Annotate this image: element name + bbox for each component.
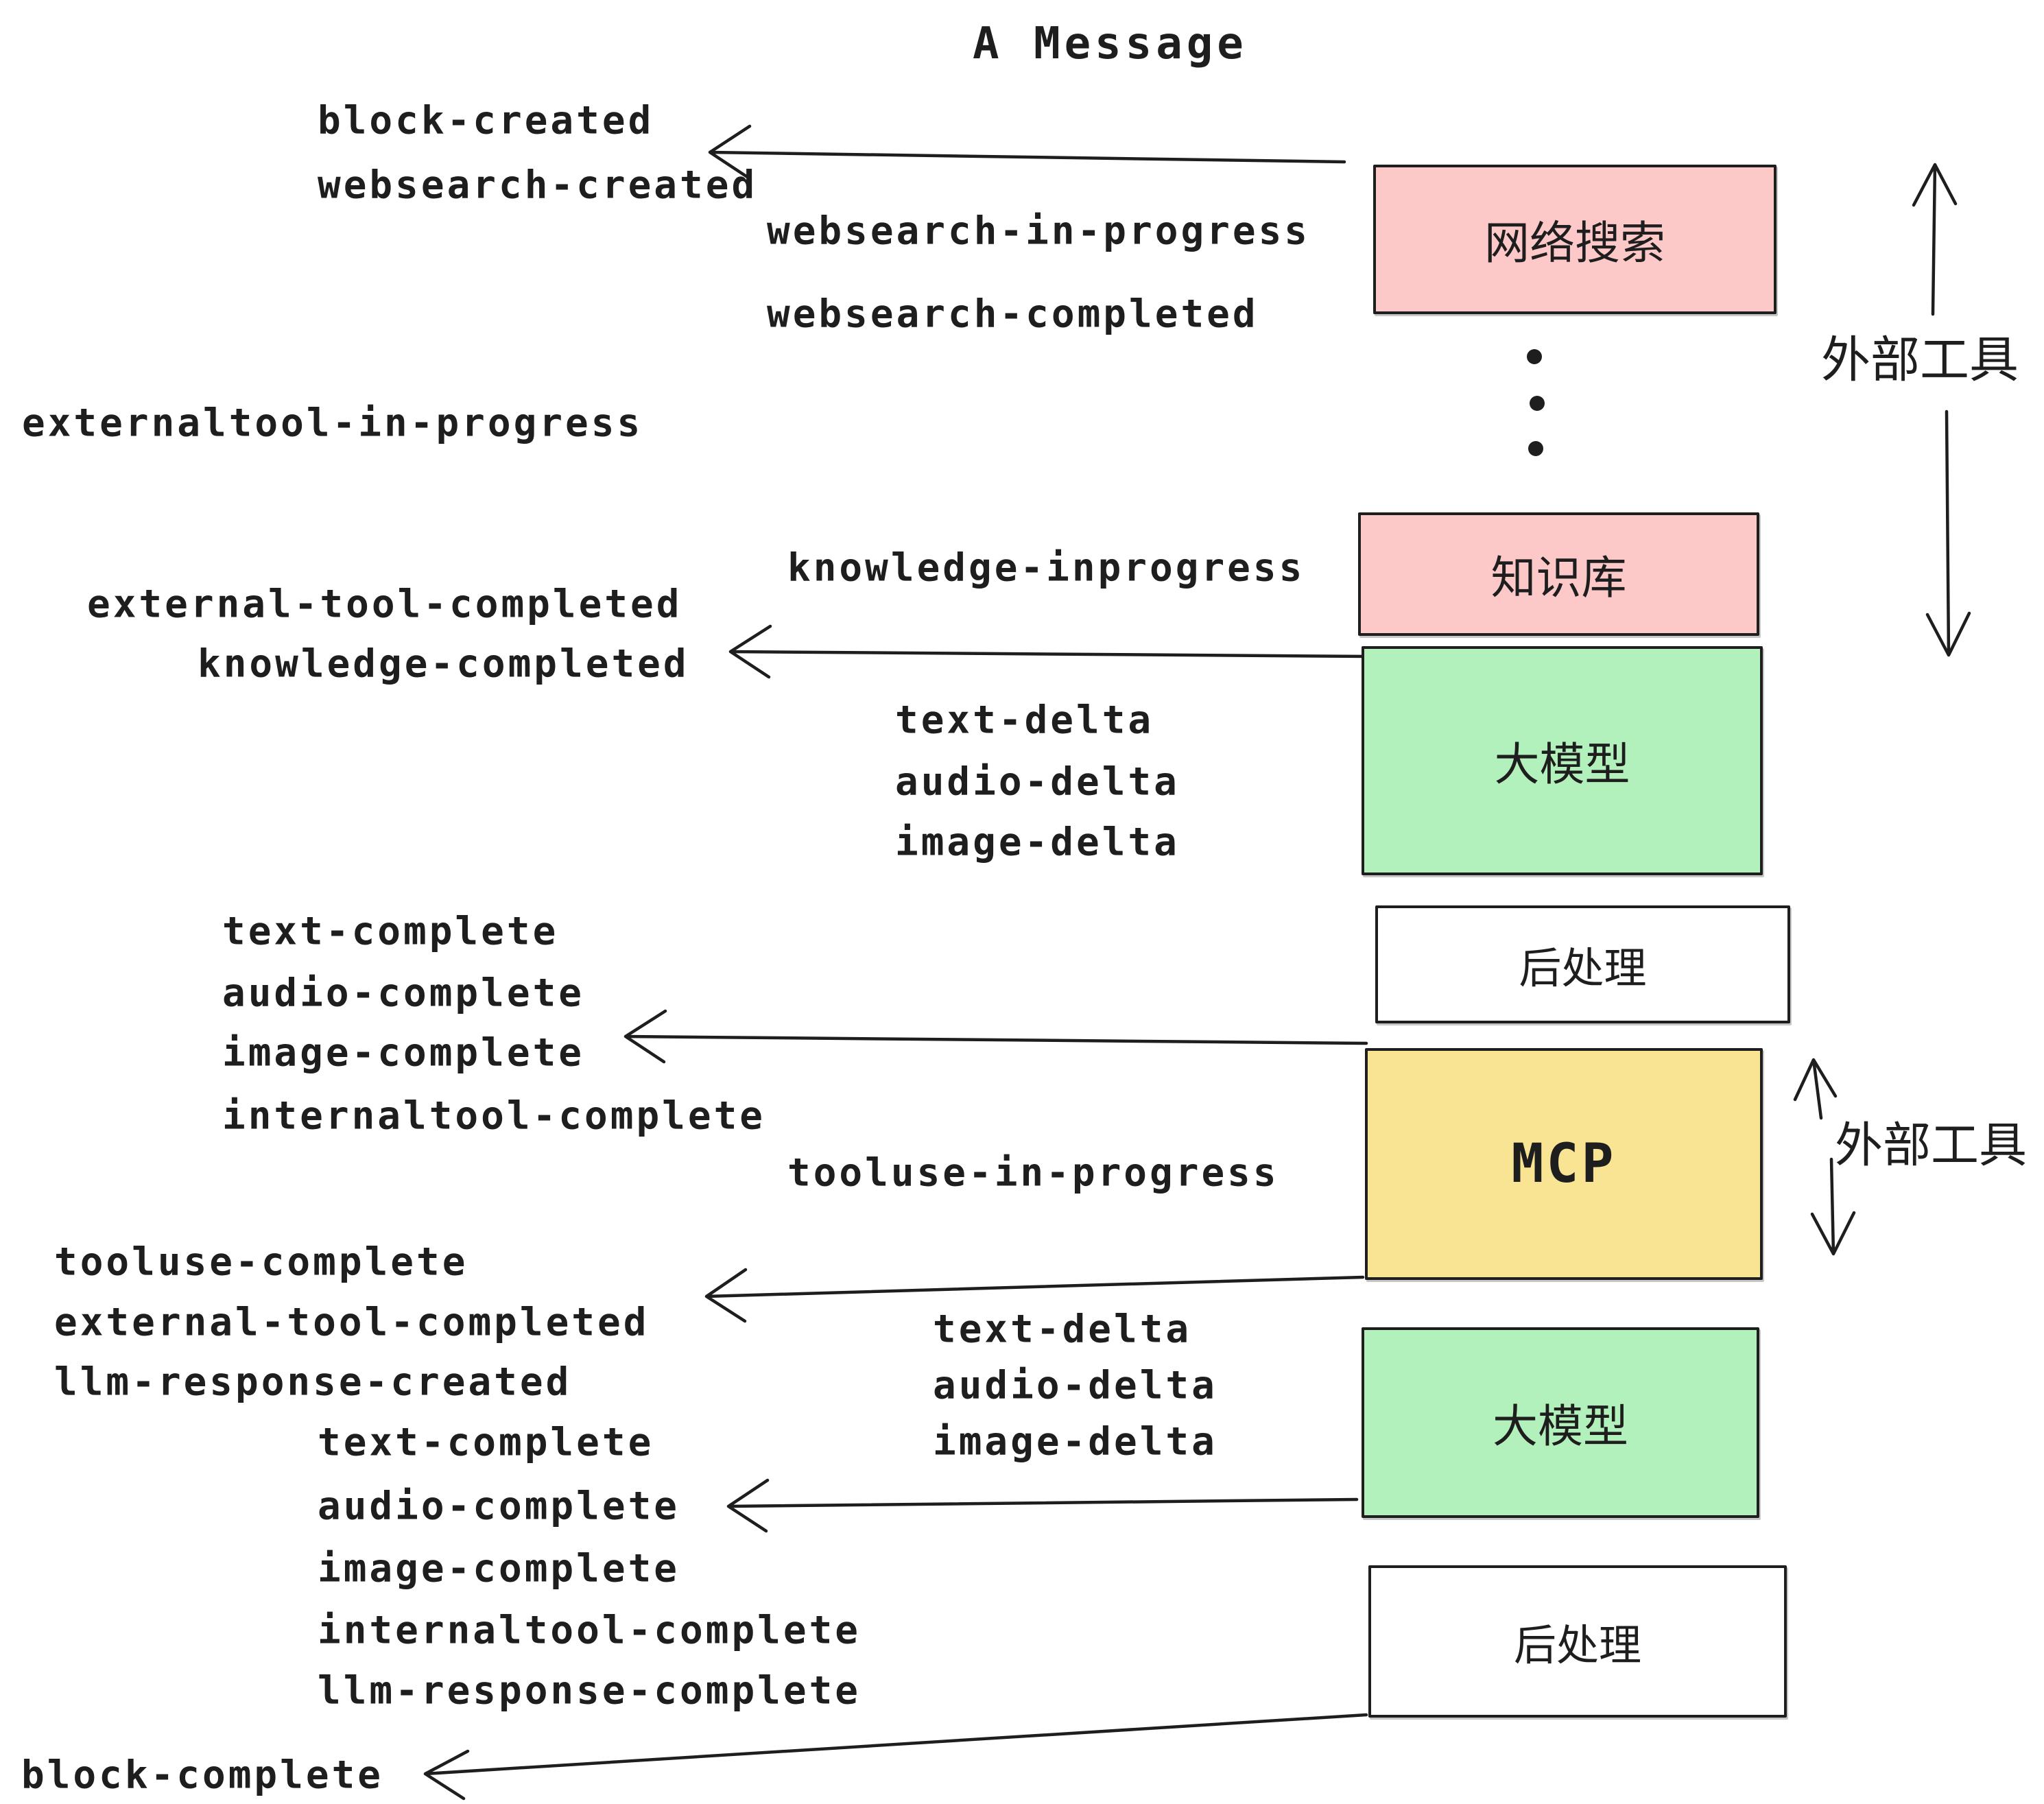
event-audio-complete-2: audio-complete: [318, 1484, 680, 1529]
box-post-2-label: 后处理: [1513, 1620, 1641, 1670]
box-mcp-label: MCP: [1511, 1133, 1617, 1195]
box-llm-2: 大模型: [1362, 1327, 1759, 1518]
event-external-tool-completed-1: external-tool-completed: [87, 582, 682, 627]
box-websearch-label: 网络搜索: [1484, 217, 1665, 270]
event-text-delta-2: text-delta: [933, 1307, 1192, 1352]
event-block-complete: block-complete: [21, 1753, 384, 1798]
event-internaltool-complete-2: internaltool-complete: [318, 1608, 861, 1653]
event-image-delta-2: image-delta: [933, 1419, 1217, 1464]
arrow-websearch-to-block-created: [708, 124, 1346, 180]
external-tools-label-top: 外部工具: [1821, 331, 2019, 389]
box-knowledge-label: 知识库: [1490, 551, 1627, 604]
box-knowledge: 知识库: [1358, 512, 1759, 636]
box-llm-2-label: 大模型: [1493, 1400, 1628, 1453]
event-text-complete-1: text-complete: [222, 909, 559, 954]
event-image-complete-2: image-complete: [318, 1546, 680, 1591]
event-audio-complete-1: audio-complete: [222, 971, 585, 1016]
box-websearch: 网络搜索: [1373, 165, 1776, 314]
event-audio-delta-2: audio-delta: [933, 1363, 1217, 1408]
event-websearch-created: websearch-created: [318, 163, 758, 208]
box-post-2: 后处理: [1368, 1565, 1787, 1718]
event-text-complete-2: text-complete: [318, 1420, 654, 1465]
arrow-llm2-to-audio-complete: [726, 1478, 1359, 1533]
external-tools-up-arrow-mcp: [1793, 1058, 1838, 1120]
external-tools-label-mcp: 外部工具: [1835, 1117, 2027, 1174]
event-internaltool-complete-1: internaltool-complete: [222, 1093, 766, 1139]
arrow-post1-to-image-complete: [623, 1009, 1368, 1064]
box-post-1-label: 后处理: [1519, 943, 1647, 993]
event-externaltool-in-progress: externaltool-in-progress: [22, 401, 643, 446]
box-llm-1: 大模型: [1362, 646, 1763, 875]
box-llm-1-label: 大模型: [1494, 738, 1630, 791]
external-tools-up-arrow-top: [1912, 163, 1958, 316]
event-image-delta-1: image-delta: [895, 820, 1180, 865]
event-image-complete-1: image-complete: [222, 1030, 585, 1076]
box-mcp: MCP: [1365, 1048, 1763, 1280]
arrow-llm1-to-knowledge-completed: [728, 624, 1370, 679]
event-tooluse-complete: tooluse-complete: [54, 1239, 468, 1285]
external-tools-down-arrow-top: [1925, 410, 1971, 657]
event-websearch-completed: websearch-completed: [767, 292, 1259, 337]
event-external-tool-completed-2: external-tool-completed: [54, 1300, 650, 1345]
event-block-created: block-created: [318, 98, 654, 143]
event-text-delta-1: text-delta: [895, 698, 1154, 743]
event-websearch-in-progress: websearch-in-progress: [767, 209, 1311, 254]
arrow-post2-to-block-complete: [423, 1713, 1368, 1801]
ellipsis-dots: [1527, 349, 1545, 456]
event-llm-response-created: llm-response-created: [54, 1360, 572, 1405]
event-llm-response-complete: llm-response-complete: [318, 1668, 861, 1713]
event-knowledge-completed: knowledge-completed: [198, 641, 689, 687]
box-post-1: 后处理: [1375, 905, 1790, 1023]
event-audio-delta-1: audio-delta: [895, 759, 1180, 805]
diagram-title: A Message: [973, 19, 1248, 69]
event-tooluse-in-progress: tooluse-in-progress: [787, 1150, 1279, 1196]
event-knowledge-inprogress: knowledge-inprogress: [787, 545, 1305, 591]
